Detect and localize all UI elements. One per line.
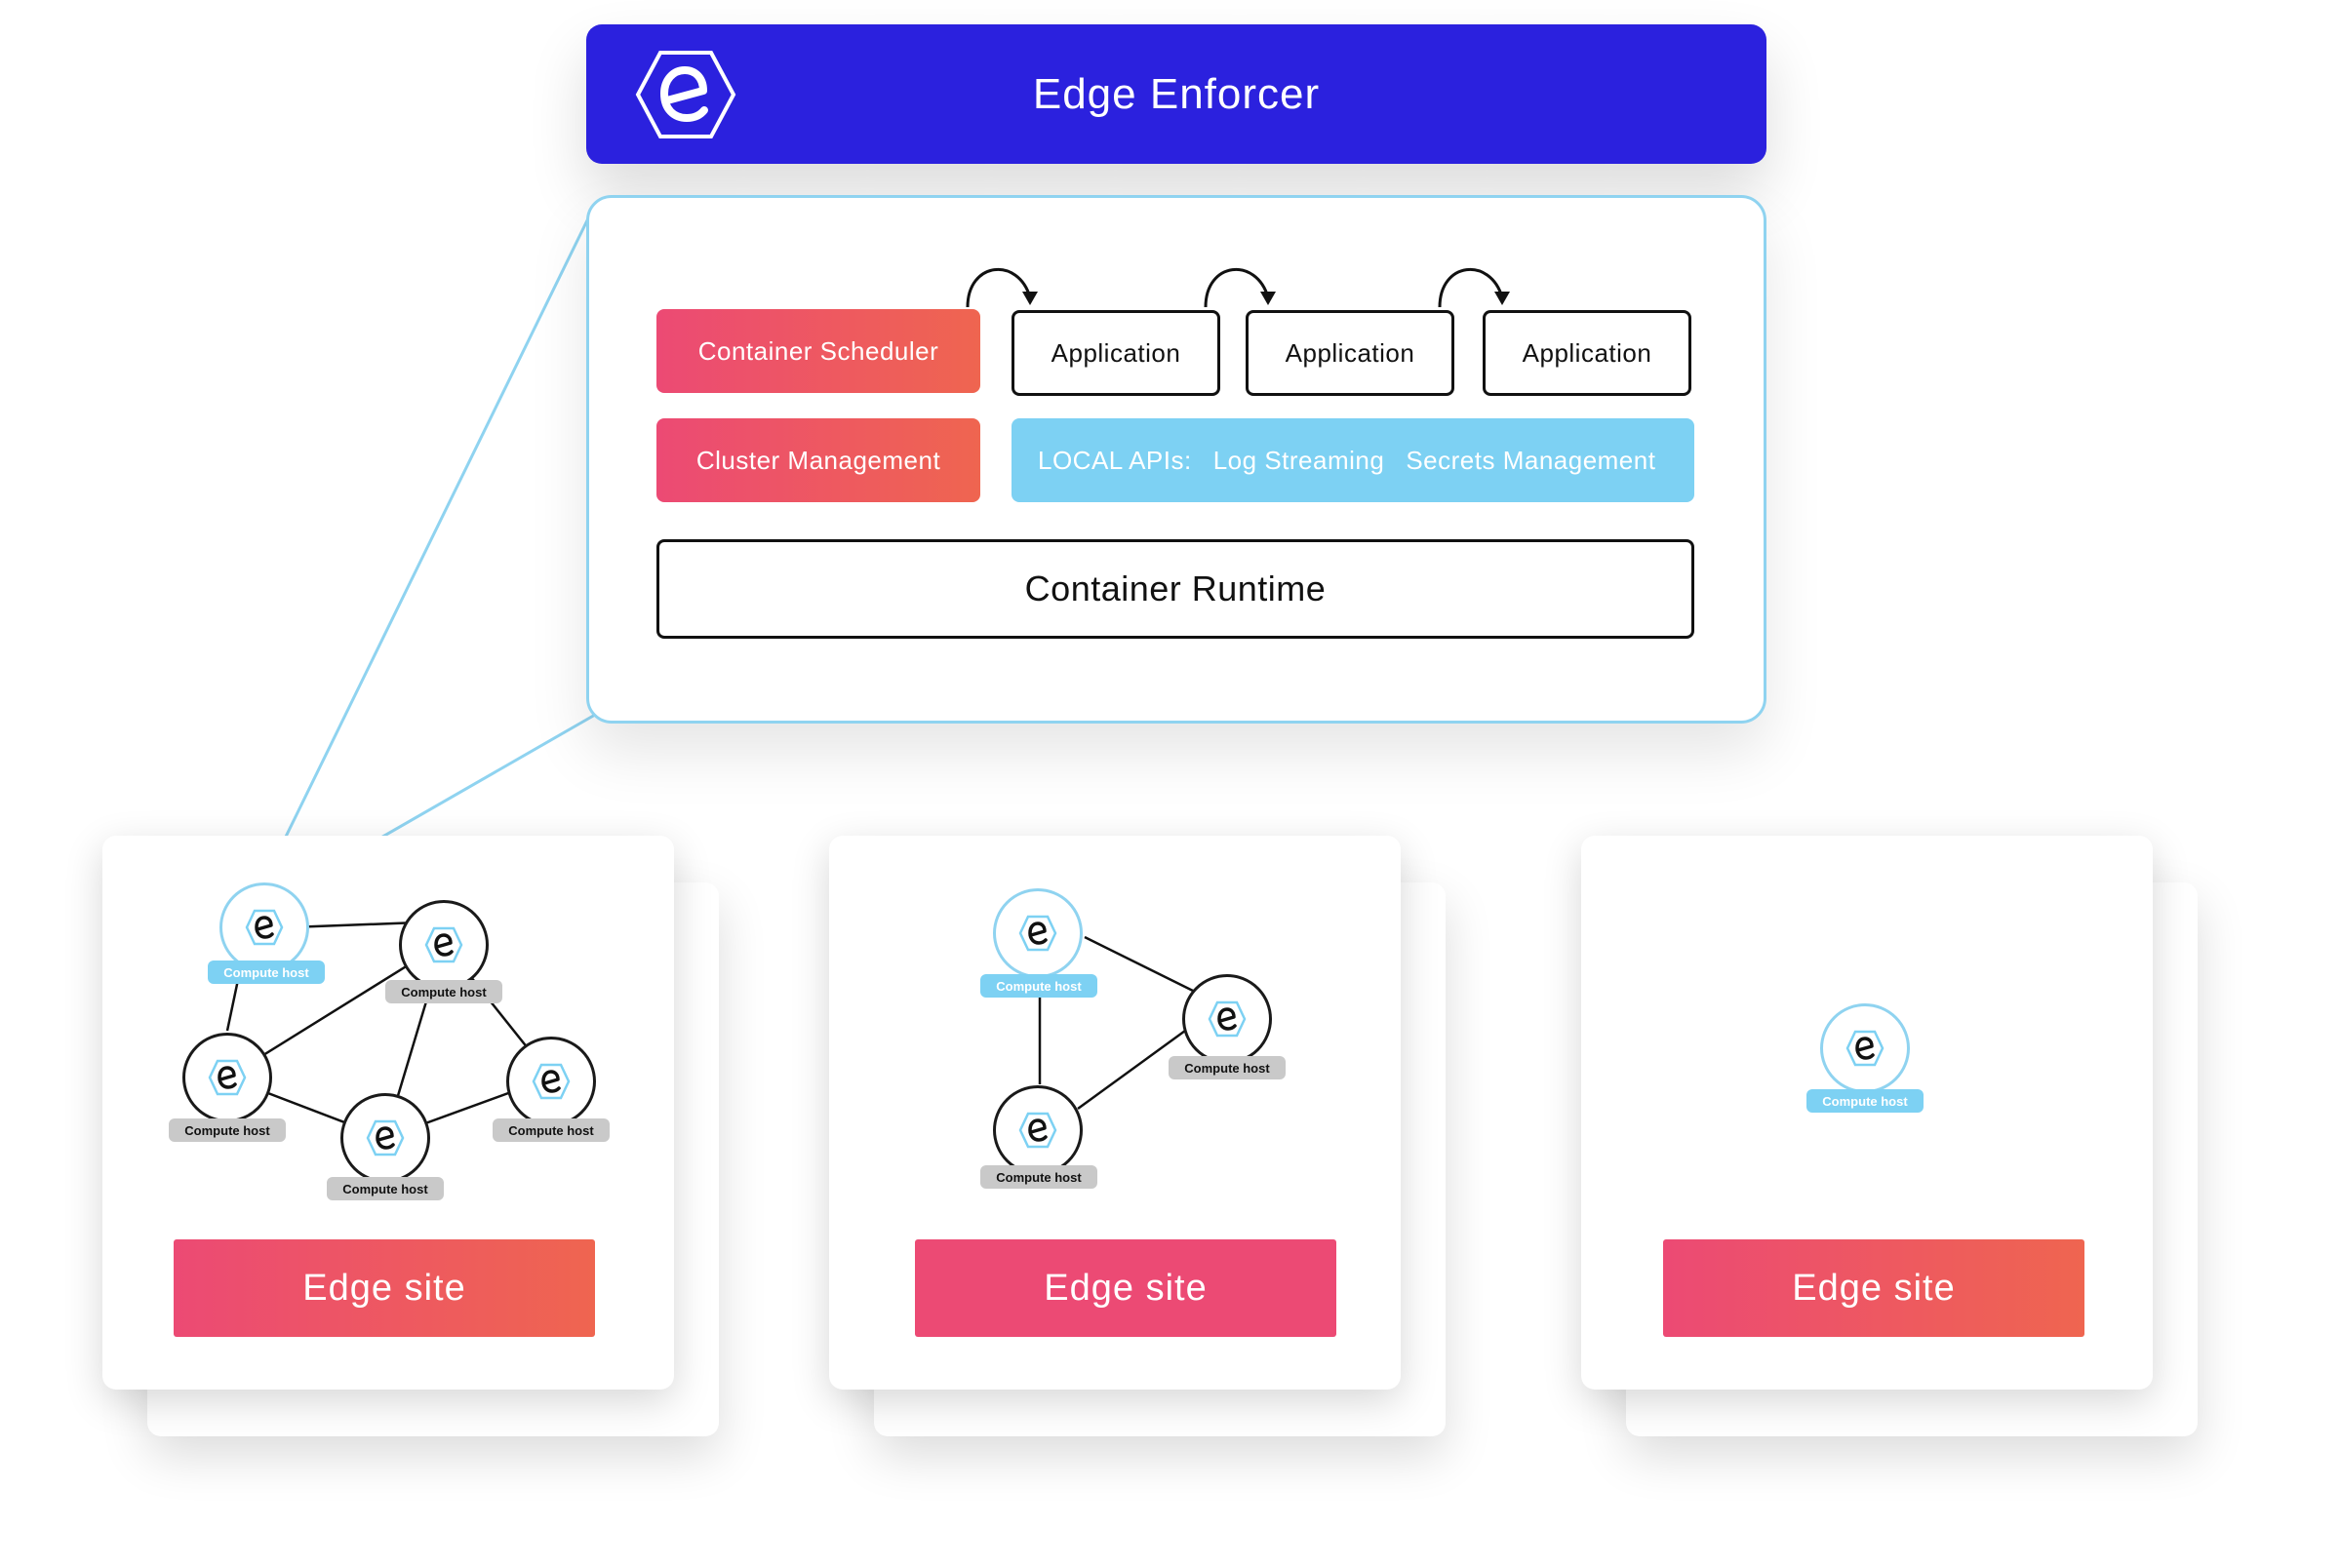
hexagon-e-icon xyxy=(532,1063,571,1100)
container-runtime-block: Container Runtime xyxy=(656,539,1694,639)
hexagon-e-icon xyxy=(1208,1000,1247,1038)
hexagon-e-icon xyxy=(208,1059,247,1096)
hexagon-e-logo-icon xyxy=(635,51,736,138)
compute-host-label: Compute host xyxy=(385,980,502,1003)
header-title: Edge Enforcer xyxy=(1032,69,1321,118)
edge-site-label-3: Edge site xyxy=(1663,1239,2084,1337)
compute-host-label: Compute host xyxy=(169,1118,286,1142)
compute-host-node xyxy=(340,1093,430,1183)
curved-arrow-icon xyxy=(1204,268,1276,308)
local-api-log-streaming: Log Streaming xyxy=(1212,445,1385,475)
hexagon-e-icon xyxy=(366,1119,405,1156)
compute-host-label: Compute host xyxy=(1806,1089,1924,1113)
compute-host-label: Compute host xyxy=(980,1165,1097,1189)
compute-host-node xyxy=(1182,974,1272,1064)
application-block-1: Application xyxy=(1012,310,1220,396)
curved-arrow-icon xyxy=(1438,268,1510,308)
connector-line-top xyxy=(262,216,591,882)
edge-enforcer-header: Edge Enforcer xyxy=(586,24,1766,164)
cluster-management-block: Cluster Management xyxy=(656,418,980,502)
curved-arrow-icon xyxy=(966,268,1038,308)
compute-host-label: Compute host xyxy=(208,960,325,984)
edge-enforcer-detail-panel: Container Scheduler Cluster Management A… xyxy=(586,195,1766,724)
edge-site-card-3: Compute host Edge site xyxy=(1581,836,2153,1390)
hexagon-e-icon xyxy=(1018,915,1057,952)
compute-host-node-active xyxy=(1820,1003,1910,1093)
compute-host-node xyxy=(506,1037,596,1126)
compute-host-node xyxy=(993,1085,1083,1175)
hexagon-e-icon xyxy=(245,909,284,946)
local-api-secrets-management: Secrets Management xyxy=(1406,445,1656,475)
edge-site-label-2: Edge site xyxy=(915,1239,1336,1337)
edge-site-card-2: Compute host Compute host Compute host E… xyxy=(829,836,1401,1390)
compute-host-label: Compute host xyxy=(493,1118,610,1142)
compute-host-node-active xyxy=(993,888,1083,978)
compute-host-label: Compute host xyxy=(980,974,1097,998)
compute-host-label: Compute host xyxy=(1169,1056,1286,1079)
hexagon-e-icon xyxy=(1845,1030,1885,1067)
application-block-2: Application xyxy=(1246,310,1454,396)
hexagon-e-icon xyxy=(424,926,463,963)
compute-host-node-active xyxy=(219,882,309,972)
edge-site-label-1: Edge site xyxy=(174,1239,595,1337)
local-apis-block: LOCAL APIs: Log Streaming Secrets Manage… xyxy=(1012,418,1694,502)
compute-host-node xyxy=(399,900,489,990)
host-links xyxy=(1038,935,1196,1111)
compute-host-node xyxy=(182,1033,272,1122)
application-block-3: Application xyxy=(1483,310,1691,396)
compute-host-label: Compute host xyxy=(327,1177,444,1200)
hexagon-e-icon xyxy=(1018,1112,1057,1149)
edge-site-card-1: Compute host Compute host Compute host C… xyxy=(102,836,674,1390)
container-scheduler-block: Container Scheduler xyxy=(656,309,980,393)
local-apis-label: LOCAL APIs: xyxy=(1038,445,1192,475)
